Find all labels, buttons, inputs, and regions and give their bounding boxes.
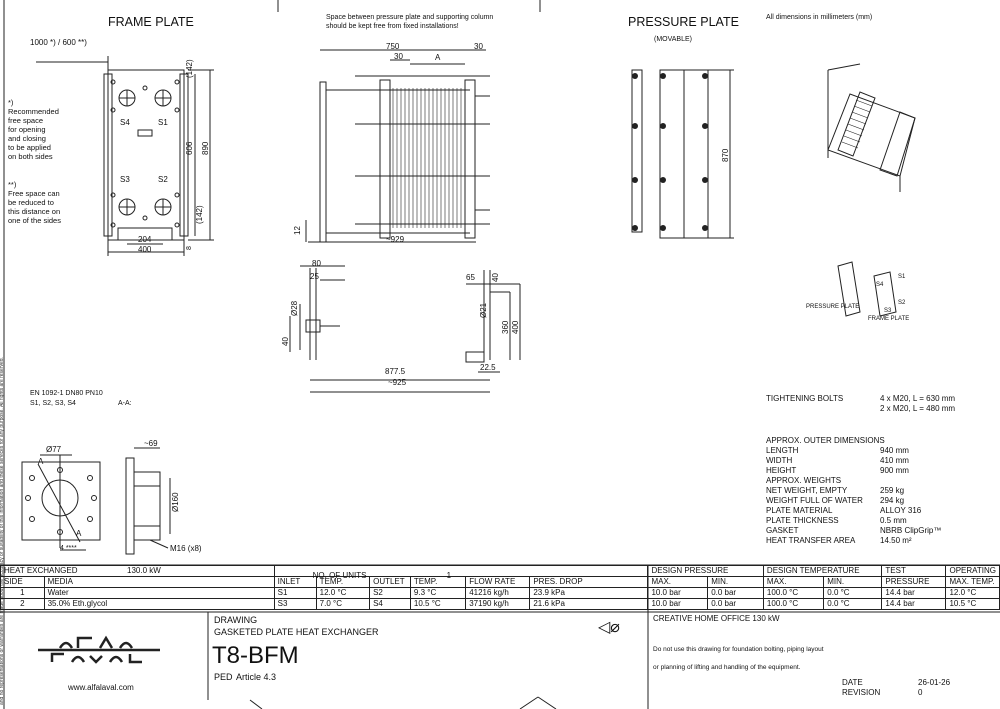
drawing-label: DRAWING xyxy=(214,615,258,625)
dim-750: 750 xyxy=(386,42,400,51)
table-header-row: SIDE MEDIA INLET TEMP. OUTLET TEMP. FLOW… xyxy=(0,576,1000,588)
port-s1-label: S1 xyxy=(158,118,168,127)
port-s2-label: S2 xyxy=(158,175,168,184)
dim-40-b: 40 xyxy=(491,273,500,282)
dim-8: 8 xyxy=(186,246,193,250)
flange-view xyxy=(21,454,101,551)
dim-142-top: (142) xyxy=(185,59,194,78)
detail-view xyxy=(289,265,521,393)
dim-606: 606 xyxy=(185,141,194,155)
space-note-1: Space between pressure plate and support… xyxy=(326,14,494,21)
dim-40: 40 xyxy=(281,337,290,346)
port-s3-label: S3 xyxy=(120,175,130,184)
drawing-note-2: or planning of lifting and handling of t… xyxy=(653,664,801,671)
dimensions-note: All dimensions in millimeters (mm) xyxy=(766,14,873,21)
flange-thread: M16 (x8) xyxy=(170,544,202,553)
date-value: 26-01-26 xyxy=(918,678,951,687)
dim-400: 400 xyxy=(138,245,152,254)
product-type: GASKETED PLATE HEAT EXCHANGER xyxy=(214,627,379,637)
flange-small-dim: 4 **** xyxy=(60,545,77,552)
dim-65: 65 xyxy=(466,273,475,282)
model-title: T8-BFM xyxy=(212,642,299,669)
dim-877-5: 877.5 xyxy=(385,367,406,376)
iso-s4-label: S4 xyxy=(876,282,884,288)
dim-dia-28: Ø28 xyxy=(290,300,299,316)
tightening-bolts-2: 2 x M20, L = 480 mm xyxy=(880,404,956,413)
ped-label: PED xyxy=(214,672,233,682)
dim-dia-21: Ø21 xyxy=(479,302,488,318)
iso-s3-label: S3 xyxy=(884,308,892,314)
dim-929: ~929 xyxy=(386,235,405,244)
flange-dia-160: Ø160 xyxy=(171,492,180,512)
date-label: DATE xyxy=(842,678,863,687)
flange-standard: EN 1092-1 DN80 PN10 xyxy=(30,390,103,397)
iso-frame-plate-label: FRAME PLATE xyxy=(868,316,910,322)
flange-dia-77: Ø77 xyxy=(46,445,62,454)
website-link[interactable]: www.alfalaval.com xyxy=(68,683,134,692)
iso-pressure-plate-label: PRESSURE PLATE xyxy=(806,304,860,310)
pressure-plate-heading: PRESSURE PLATE xyxy=(628,15,739,29)
dim-360: 360 xyxy=(501,320,510,334)
free-space-dim: 1000 *) / 600 **) xyxy=(30,38,87,47)
dim-12: 12 xyxy=(293,226,302,235)
dim-22-5: 22.5 xyxy=(480,363,496,372)
frame-plate-heading: FRAME PLATE xyxy=(108,15,194,29)
pressure-plate-view xyxy=(631,69,734,239)
dim-890: 890 xyxy=(201,141,210,155)
movable-label: (MOVABLE) xyxy=(654,36,692,43)
project-name: CREATIVE HOME OFFICE 130 kW xyxy=(653,614,780,623)
dim-925: ~925 xyxy=(388,378,407,387)
tightening-bolts-1: 4 x M20, L = 630 mm xyxy=(880,394,956,403)
dim-80: 80 xyxy=(312,259,321,268)
dim-204: 204 xyxy=(138,235,152,244)
drawing-note-1: Do not use this drawing for foundation b… xyxy=(653,646,824,653)
disclaimer-text: and no representations or warranties are… xyxy=(0,357,5,705)
flange-a-top: A xyxy=(38,457,44,466)
dim-25: 25 xyxy=(310,272,319,281)
alfa-laval-logo xyxy=(38,635,160,664)
dim-400-b: 400 xyxy=(511,320,520,334)
flange-section xyxy=(125,447,171,555)
side-view xyxy=(305,49,490,243)
section-a-mark: A xyxy=(435,53,441,62)
dim-30-b: 30 xyxy=(474,42,483,51)
iso-plates xyxy=(837,261,897,317)
projection-symbol-icon: ◁⌀ xyxy=(598,619,620,636)
space-note-2: should be kept free from fixed installat… xyxy=(326,23,459,30)
revision-label: REVISION xyxy=(842,688,881,697)
dim-142-bottom: (142) xyxy=(195,205,204,224)
flange-depth-69: ~69 xyxy=(144,439,158,448)
flange-ports: S1, S2, S3, S4 xyxy=(30,400,76,407)
iso-s1-label: S1 xyxy=(898,274,906,280)
iso-s2-label: S2 xyxy=(898,300,906,306)
dim-870: 870 xyxy=(721,148,730,162)
frame-plate-view xyxy=(36,56,214,256)
section-aa-label: A-A: xyxy=(118,400,132,407)
iso-view xyxy=(827,63,916,192)
port-s4-label: S4 xyxy=(120,118,130,127)
flange-a-bottom: A xyxy=(76,529,82,538)
revision-value: 0 xyxy=(918,688,923,697)
article-label: Article 4.3 xyxy=(236,672,277,682)
dim-30-a: 30 xyxy=(394,52,403,61)
tightening-bolts-label: TIGHTENING BOLTS xyxy=(766,394,844,403)
